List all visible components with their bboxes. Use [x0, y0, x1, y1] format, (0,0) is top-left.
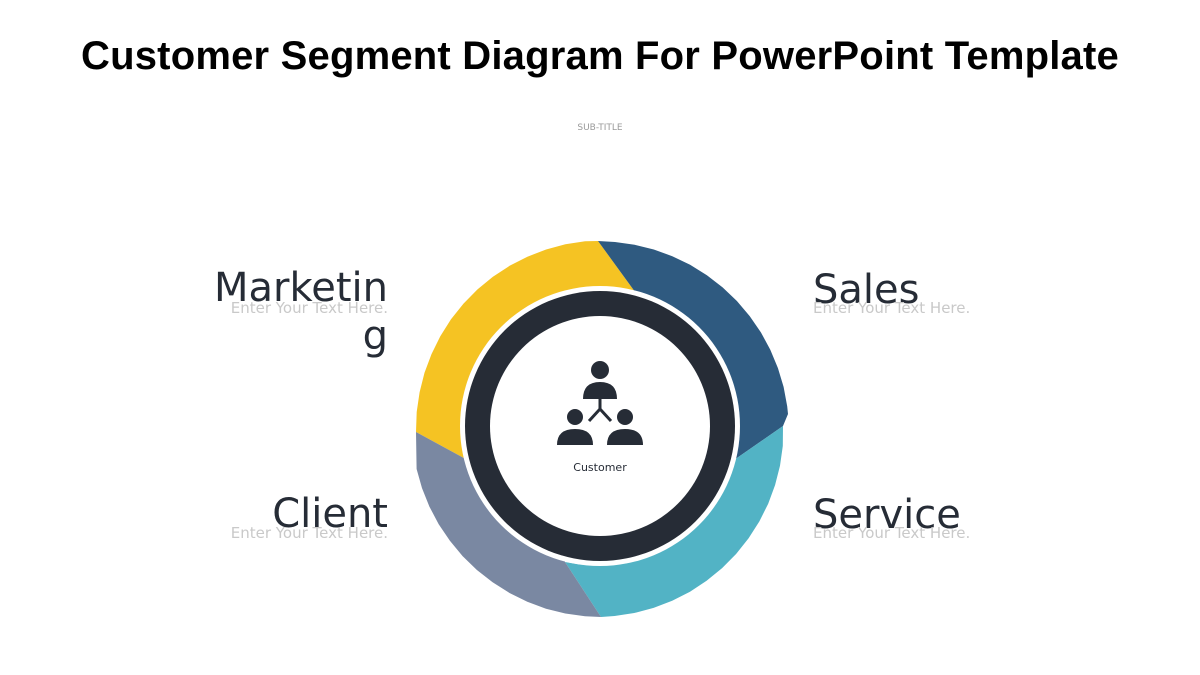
- segment-label-sales: Sales: [813, 267, 920, 313]
- people-network-icon: [557, 361, 643, 445]
- segment-label-client: Client: [272, 491, 388, 537]
- segment-description-service: Enter Your Text Here.: [813, 524, 971, 542]
- center-label: Customer: [573, 461, 627, 474]
- segment-description-marketing: Enter Your Text Here.: [230, 299, 388, 317]
- segment-description-client: Enter Your Text Here.: [230, 524, 388, 542]
- page-subtitle: SUB-TITLE: [577, 123, 623, 133]
- segment-label-service: Service: [813, 492, 961, 538]
- segment-label-marketing: Marketing: [214, 265, 388, 359]
- center-disc: [490, 316, 710, 536]
- page-title: Customer Segment Diagram For PowerPoint …: [81, 34, 1119, 78]
- segment-description-sales: Enter Your Text Here.: [813, 299, 971, 317]
